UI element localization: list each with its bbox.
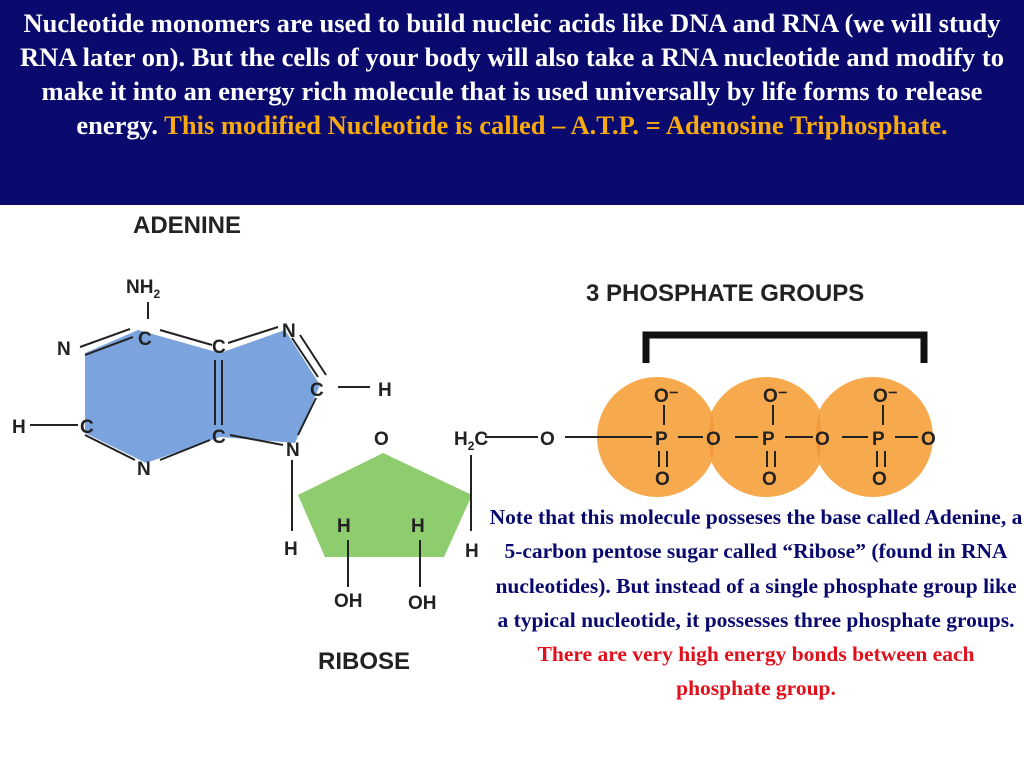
- phosphate-bracket: [642, 331, 928, 363]
- header-text: Nucleotide monomers are used to build nu…: [20, 8, 1004, 140]
- phosphate-groups-label: 3 PHOSPHATE GROUPS: [586, 280, 864, 307]
- atom-ribose-h1: H: [337, 516, 351, 537]
- atom-p3-ominus: O⁻: [873, 386, 898, 407]
- atom-p2: P: [762, 429, 775, 450]
- atom-h2: H: [12, 417, 26, 438]
- atom-c5: C: [212, 337, 226, 358]
- atom-oh-1: OH: [334, 591, 363, 612]
- atom-c2: C: [80, 417, 94, 438]
- atom-ribose-o: O: [374, 429, 389, 450]
- atom-p3: P: [872, 429, 885, 450]
- note-red-text: There are very high energy bonds between…: [537, 642, 975, 701]
- atom-n7: N: [282, 321, 296, 342]
- header-highlight-text: This modified Nucleotide is called – A.T…: [164, 110, 948, 140]
- atom-p2-link-o: O: [815, 429, 830, 450]
- atom-n3: N: [137, 459, 151, 480]
- ribose-label: RIBOSE: [318, 648, 410, 675]
- atom-c4: C: [212, 427, 226, 448]
- phosphate-overlap-2: [816, 413, 821, 461]
- atom-p2-double-o: O: [762, 469, 777, 490]
- adenine-six-ring: [85, 330, 220, 463]
- atom-nh2: NH2: [126, 277, 160, 301]
- header-banner: Nucleotide monomers are used to build nu…: [0, 0, 1024, 205]
- atom-p1: P: [655, 429, 668, 450]
- ribose-pentagon: [298, 453, 472, 557]
- phosphate-circle-2: [706, 377, 826, 497]
- atom-n1: N: [57, 339, 71, 360]
- atom-oh-2: OH: [408, 593, 437, 614]
- atom-c8: C: [310, 380, 324, 401]
- atom-p1-double-o: O: [655, 469, 670, 490]
- atom-link-o: O: [540, 429, 555, 450]
- atom-h2c-h: H2C: [454, 429, 488, 453]
- atom-c6: C: [138, 329, 152, 350]
- phosphate-overlap-1: [709, 413, 714, 461]
- note-paragraph: Note that this molecule posseses the bas…: [488, 500, 1024, 706]
- atom-ribose-h4: H: [465, 541, 479, 562]
- phosphate-circle-1: [597, 377, 717, 497]
- atom-p3-double-o: O: [872, 469, 887, 490]
- note-text: Note that this molecule posseses the bas…: [489, 505, 1023, 632]
- phosphate-circle-3: [813, 377, 933, 497]
- atom-h8: H: [378, 380, 392, 401]
- adenine-label: ADENINE: [133, 212, 241, 239]
- atom-n9: N: [286, 440, 300, 461]
- atom-p1-link-o: O: [706, 429, 721, 450]
- bond-lines: [30, 302, 918, 587]
- atp-structure-diagram: ADENINE RIBOSE 3 PHOSPHATE GROUPS NH2 N …: [12, 212, 936, 675]
- atom-ribose-h2: H: [411, 516, 425, 537]
- atom-ribose-h3: H: [284, 539, 298, 560]
- adenine-five-ring: [220, 330, 320, 443]
- atom-p2-ominus: O⁻: [763, 386, 788, 407]
- atom-p1-ominus: O⁻: [654, 386, 679, 407]
- atom-p3-end-o: O: [921, 429, 936, 450]
